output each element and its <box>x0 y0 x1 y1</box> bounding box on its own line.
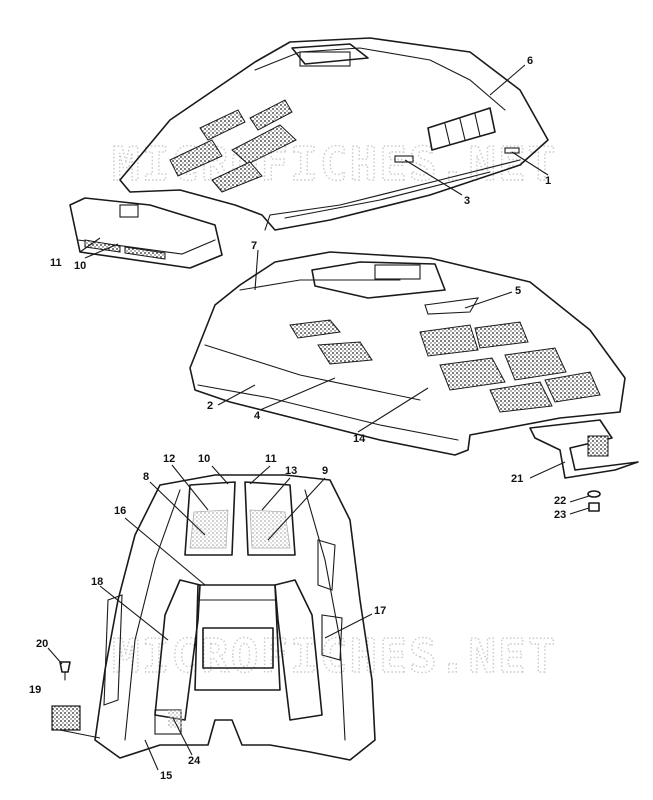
watermark-bottom: MICROFICHES.NET <box>112 629 557 683</box>
callout-20: 20 <box>36 638 48 650</box>
hood-upper <box>119 37 549 231</box>
callout-17: 17 <box>374 605 386 617</box>
callout-18: 18 <box>91 576 103 588</box>
callout-23: 23 <box>554 509 566 521</box>
callout-19: 19 <box>29 684 41 696</box>
fastener-icon <box>59 661 71 673</box>
callout-14: 14 <box>353 433 366 445</box>
callout-13: 13 <box>285 465 297 477</box>
callout-10-bottom: 10 <box>198 453 210 465</box>
washer-icon <box>587 490 601 498</box>
hood-lower <box>94 474 376 761</box>
callouts: 1 2 3 4 5 6 7 8 9 10 10 11 11 12 13 14 1… <box>29 55 566 782</box>
callout-12: 12 <box>163 453 175 465</box>
callout-2: 2 <box>207 400 213 412</box>
callout-21: 21 <box>511 473 523 485</box>
callout-9: 9 <box>322 465 328 477</box>
callout-6: 6 <box>527 55 533 67</box>
callout-11-bottom: 11 <box>265 453 277 465</box>
emblem-icon <box>51 705 81 731</box>
callout-10-top: 10 <box>74 260 86 272</box>
small-parts <box>51 661 81 731</box>
callout-11-top: 11 <box>50 257 62 269</box>
callout-7: 7 <box>251 240 257 252</box>
mounting-plate <box>529 419 639 512</box>
bolt-icon <box>588 502 600 512</box>
callout-22: 22 <box>554 495 566 507</box>
callout-16: 16 <box>114 505 126 517</box>
front-grille <box>69 197 223 269</box>
leader-lines <box>47 64 590 771</box>
callout-4: 4 <box>254 410 261 422</box>
callout-3: 3 <box>464 195 470 207</box>
callout-1: 1 <box>545 175 551 187</box>
callout-24: 24 <box>188 755 201 767</box>
callout-8: 8 <box>143 471 149 483</box>
callout-15: 15 <box>160 770 172 782</box>
hood-middle <box>189 251 626 456</box>
callout-5: 5 <box>515 285 521 297</box>
